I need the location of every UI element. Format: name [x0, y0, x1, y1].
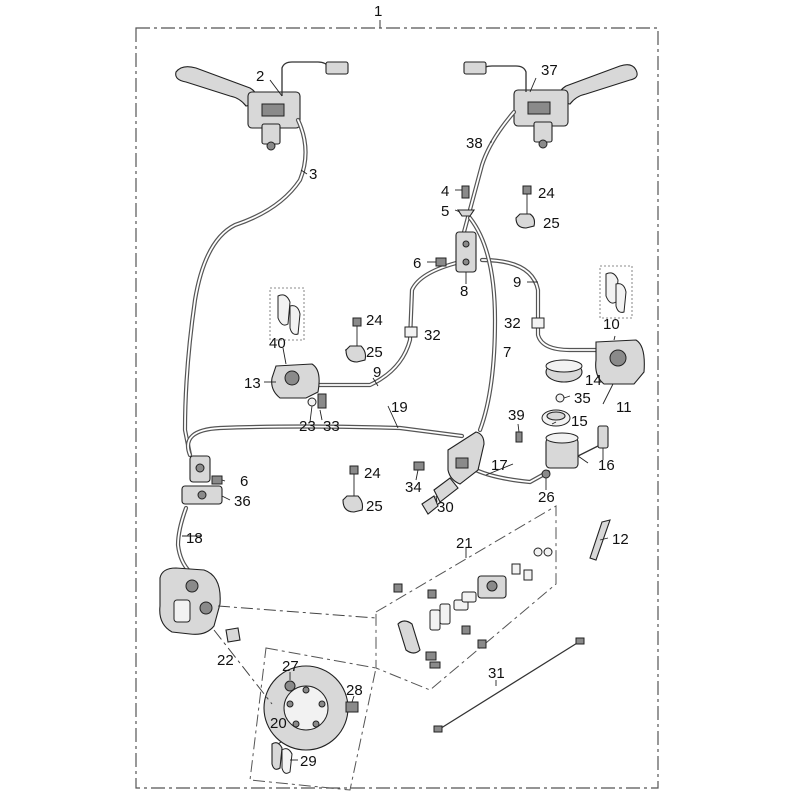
- reservoir-cap-parts: [541, 359, 583, 427]
- callout-30: 30: [437, 499, 454, 516]
- bolt-clamp-set-lower: [342, 465, 364, 513]
- callout-6-lower: 6: [240, 473, 248, 490]
- callout-10: 10: [603, 316, 620, 333]
- front-right-caliper: [595, 265, 645, 385]
- callout-4: 4: [441, 183, 449, 200]
- callout-13: 13: [244, 375, 261, 392]
- callout-22: 22: [217, 652, 234, 669]
- callout-40: 40: [269, 335, 286, 352]
- front-left-caliper: [269, 287, 327, 409]
- callout-9-right: 9: [513, 274, 521, 291]
- callout-17: 17: [491, 457, 508, 474]
- callout-7: 7: [503, 344, 511, 361]
- callout-1: 1: [374, 3, 382, 20]
- callout-37: 37: [541, 62, 558, 79]
- master-cylinder: [413, 431, 551, 515]
- callout-27: 27: [282, 658, 299, 675]
- callout-32-right: 32: [504, 315, 521, 332]
- rear-brake-junction: [181, 455, 223, 505]
- hose-clips: [404, 317, 545, 338]
- callout-23: 23: [299, 418, 316, 435]
- callout-24-upper: 24: [538, 185, 555, 202]
- bolt-clamp-set-upper-right: [515, 185, 536, 229]
- callout-35: 35: [574, 390, 591, 407]
- callout-39: 39: [508, 407, 525, 424]
- callout-25-upper: 25: [543, 215, 560, 232]
- callout-8: 8: [460, 283, 468, 300]
- brake-disc-assembly: [249, 647, 377, 791]
- leader-lines: [182, 77, 616, 761]
- callout-33: 33: [323, 418, 340, 435]
- callout-31: 31: [488, 665, 505, 682]
- callout-25-middle: 25: [366, 344, 383, 361]
- callout-20: 20: [270, 715, 287, 732]
- callout-24-lower: 24: [364, 465, 381, 482]
- callout-18: 18: [186, 530, 203, 547]
- callout-11: 11: [616, 399, 632, 416]
- rear-caliper: [159, 567, 241, 643]
- callout-14: 14: [585, 372, 602, 389]
- callout-5: 5: [441, 203, 449, 220]
- callout-38: 38: [466, 135, 483, 152]
- callout-26: 26: [538, 489, 555, 506]
- callout-29: 29: [300, 753, 317, 770]
- callout-34: 34: [405, 479, 422, 496]
- callout-32-left: 32: [424, 327, 441, 344]
- callout-28: 28: [346, 682, 363, 699]
- brake-fluid-reservoir: [515, 425, 609, 469]
- brake-cable: [433, 637, 585, 733]
- left-brake-lever-assembly: [175, 61, 349, 151]
- callout-12: 12: [612, 531, 629, 548]
- callout-36: 36: [234, 493, 251, 510]
- callout-15: 15: [571, 413, 588, 430]
- callout-24-middle: 24: [366, 312, 383, 329]
- bolt-clamp-set-middle: [345, 317, 367, 363]
- callout-2: 2: [256, 68, 264, 85]
- callout-25-lower: 25: [366, 498, 383, 515]
- callout-6-upper: 6: [413, 255, 421, 272]
- right-brake-lever-assembly: [463, 61, 638, 149]
- callout-3: 3: [309, 166, 317, 183]
- assembly-frame: [135, 20, 659, 789]
- callout-16: 16: [598, 457, 615, 474]
- three-way-joint: [435, 185, 477, 273]
- callout-19: 19: [391, 399, 408, 416]
- callout-9-left: 9: [373, 364, 381, 381]
- callout-21: 21: [456, 535, 473, 552]
- caliper-rebuild-kit: [375, 505, 557, 691]
- callout-numbers: 1 2 3 4 5 6 7 8 9 9 10 11 12 13 14 15 16…: [186, 3, 632, 770]
- brake-hoses: [175, 109, 599, 575]
